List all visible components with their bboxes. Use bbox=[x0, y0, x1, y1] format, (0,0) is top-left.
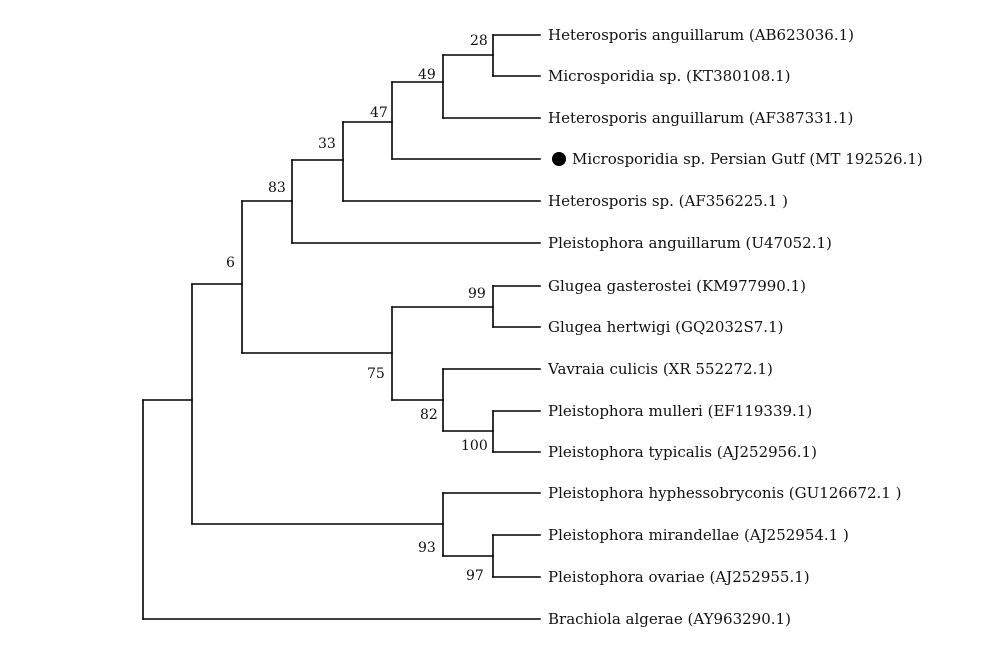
taxon-label: Microsporidia sp. (KT380108.1) bbox=[548, 67, 791, 85]
taxon-labels: Heterosporis anguillarum (AB623036.1) Mi… bbox=[547, 26, 923, 628]
taxon-label: Pleistophora mirandellae (AJ252954.1 ) bbox=[548, 526, 849, 544]
taxon-label: Pleistophora typicalis (AJ252956.1) bbox=[548, 443, 817, 461]
bootstrap-99: 99 bbox=[468, 286, 486, 302]
bootstrap-97: 97 bbox=[466, 568, 484, 584]
taxon-label: Pleistophora ovariae (AJ252955.1) bbox=[548, 568, 810, 586]
tree-branches bbox=[142, 34, 541, 620]
bootstrap-82: 82 bbox=[420, 407, 438, 423]
taxon-label-highlighted: Microsporidia sp. Persian Gutf (MT 19252… bbox=[572, 150, 923, 168]
taxon-label: Heterosporis sp. (AF356225.1 ) bbox=[548, 192, 788, 210]
bootstrap-33: 33 bbox=[318, 136, 336, 152]
support-values: 28 49 47 33 83 6 99 75 82 100 93 97 bbox=[226, 33, 488, 584]
taxon-label: Glugea gasterostei (KM977990.1) bbox=[548, 277, 806, 295]
bootstrap-100: 100 bbox=[461, 438, 488, 454]
taxon-label: Brachiola algerae (AY963290.1) bbox=[548, 610, 791, 628]
bootstrap-75: 75 bbox=[367, 366, 385, 382]
taxon-label: Heterosporis anguillarum (AB623036.1) bbox=[548, 26, 854, 44]
taxon-label: Glugea hertwigi (GQ2032S7.1) bbox=[548, 318, 783, 336]
bootstrap-83: 83 bbox=[268, 180, 286, 196]
bootstrap-49: 49 bbox=[418, 67, 436, 83]
bootstrap-93: 93 bbox=[418, 540, 436, 556]
taxon-label: Vavraia culicis (XR 552272.1) bbox=[547, 360, 773, 378]
bootstrap-47: 47 bbox=[370, 105, 388, 121]
bootstrap-6: 6 bbox=[226, 255, 235, 271]
taxon-label: Pleistophora mulleri (EF119339.1) bbox=[548, 402, 812, 420]
taxon-label: Pleistophora hyphessobryconis (GU126672.… bbox=[548, 484, 901, 502]
bootstrap-28: 28 bbox=[470, 33, 488, 49]
highlight-marker-dot bbox=[552, 152, 566, 166]
taxon-label: Pleistophora anguillarum (U47052.1) bbox=[548, 234, 832, 252]
taxon-label: Heterosporis anguillarum (AF387331.1) bbox=[548, 109, 853, 127]
